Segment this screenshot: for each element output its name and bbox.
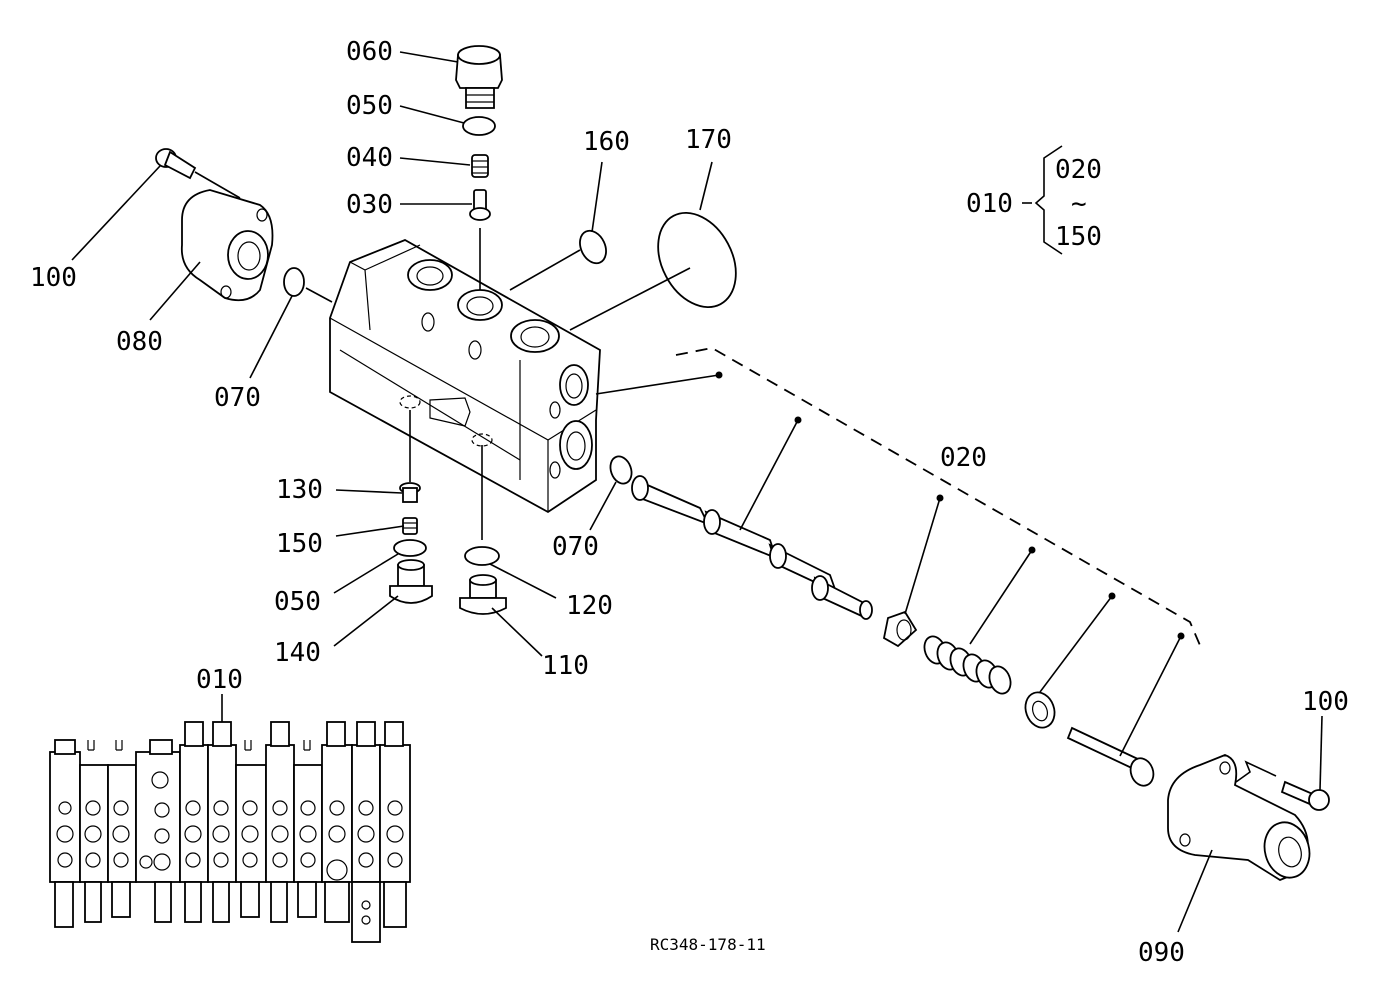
label-100-right: 100 <box>1302 687 1349 717</box>
assembly-legend: 010 020 ~ 150 <box>966 145 1102 255</box>
plug-060 <box>455 45 503 109</box>
o-ring-050-bottom <box>393 539 427 557</box>
label-080: 080 <box>116 327 163 357</box>
plug-140 <box>389 559 433 604</box>
plug-110 <box>459 574 507 615</box>
label-140: 140 <box>274 638 321 668</box>
valve-stack-overview <box>49 694 411 943</box>
seat <box>882 610 918 648</box>
label-120: 120 <box>566 591 613 621</box>
label-030: 030 <box>346 190 393 220</box>
label-050-top: 050 <box>346 91 393 121</box>
label-170: 170 <box>685 125 732 155</box>
label-020: 020 <box>940 443 987 473</box>
label-100-left: 100 <box>30 263 77 293</box>
legend-range-start: 020 <box>1055 155 1102 185</box>
poppet-130 <box>399 482 421 503</box>
spring-040 <box>471 154 489 178</box>
bolt-100-right <box>1280 780 1330 811</box>
spool <box>631 475 873 620</box>
legend-assembly: 010 <box>966 189 1013 219</box>
spring <box>923 635 1012 695</box>
valve-body <box>329 239 601 514</box>
label-040: 040 <box>346 143 393 173</box>
label-010-assembly: 010 <box>196 665 243 695</box>
o-ring-120 <box>464 546 500 566</box>
bolt-100-left <box>155 148 197 180</box>
cover-090 <box>1167 754 1311 882</box>
label-090: 090 <box>1138 938 1185 968</box>
poppet-030 <box>469 189 491 221</box>
label-050-bottom: 050 <box>274 587 321 617</box>
label-060: 060 <box>346 37 393 67</box>
o-ring-170 <box>657 211 737 309</box>
o-ring-070-right <box>609 455 633 485</box>
figure-reference: RC348-178-11 <box>650 935 766 954</box>
leader-dots <box>715 371 1185 640</box>
label-150: 150 <box>276 529 323 559</box>
label-070-left: 070 <box>214 383 261 413</box>
label-070-right: 070 <box>552 532 599 562</box>
bolt-spool-end <box>1066 726 1155 787</box>
o-ring-070-left <box>283 267 305 297</box>
legend-range-separator: ~ <box>1071 189 1087 219</box>
legend-range-end: 150 <box>1055 222 1102 252</box>
spring-seat <box>1024 691 1056 729</box>
label-130: 130 <box>276 475 323 505</box>
o-ring-050-top <box>462 116 496 136</box>
o-ring-160 <box>579 229 607 265</box>
spring-150 <box>402 517 418 535</box>
label-160: 160 <box>583 127 630 157</box>
leader-lines <box>71 51 1323 933</box>
cover-080 <box>180 189 274 302</box>
label-110: 110 <box>542 651 589 681</box>
